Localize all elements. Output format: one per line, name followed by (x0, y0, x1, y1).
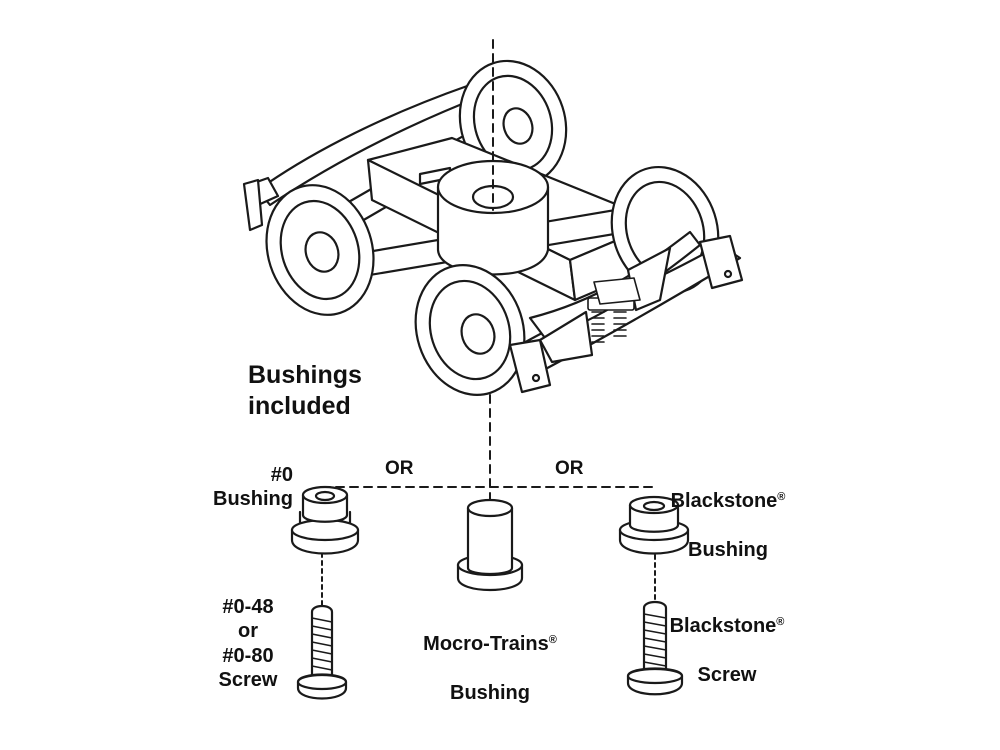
zero-screw-part (296, 604, 348, 700)
micro-bushing-suffix: Bushing (450, 682, 530, 705)
registered-mark: ® (776, 616, 785, 629)
or-label-left: OR (385, 458, 414, 479)
blackstone-bushing-label: Blackstone® Bushing (653, 465, 803, 563)
or-label-right: OR (555, 458, 584, 479)
blackstone-bushing-part (618, 495, 690, 555)
center-bearing (436, 159, 550, 276)
blackstone-screw-suffix: Screw (697, 664, 757, 687)
registered-mark: ® (548, 634, 557, 647)
zero-screw-label: #0-48 or #0-80 Screw (218, 596, 278, 692)
blackstone-screw-name: Blackstone (669, 615, 777, 638)
micro-bushing-label: Mocro-Trains® Bushing (398, 608, 582, 706)
front-wheel (414, 264, 526, 396)
blackstone-screw-label: Blackstone® Screw (652, 590, 802, 688)
micro-bushing-part (456, 498, 524, 592)
blackstone-screw-part (626, 600, 684, 696)
center-lines (321, 39, 657, 606)
journal-box-front (508, 338, 552, 394)
left-side-frame (242, 83, 484, 232)
registered-mark: ® (777, 491, 786, 504)
blackstone-bushing-name: Blackstone (670, 490, 778, 513)
blackstone-bushing-suffix: Bushing (688, 539, 768, 562)
title-label: Bushings included (248, 361, 362, 420)
spring-package (587, 277, 641, 343)
zero-bushing-label: #0 Bushing (213, 464, 293, 511)
left-wheel (265, 184, 375, 316)
zero-bushing-part (290, 485, 360, 555)
journal-box-right (698, 234, 744, 290)
micro-bushing-name: Mocro-Trains (423, 633, 549, 656)
